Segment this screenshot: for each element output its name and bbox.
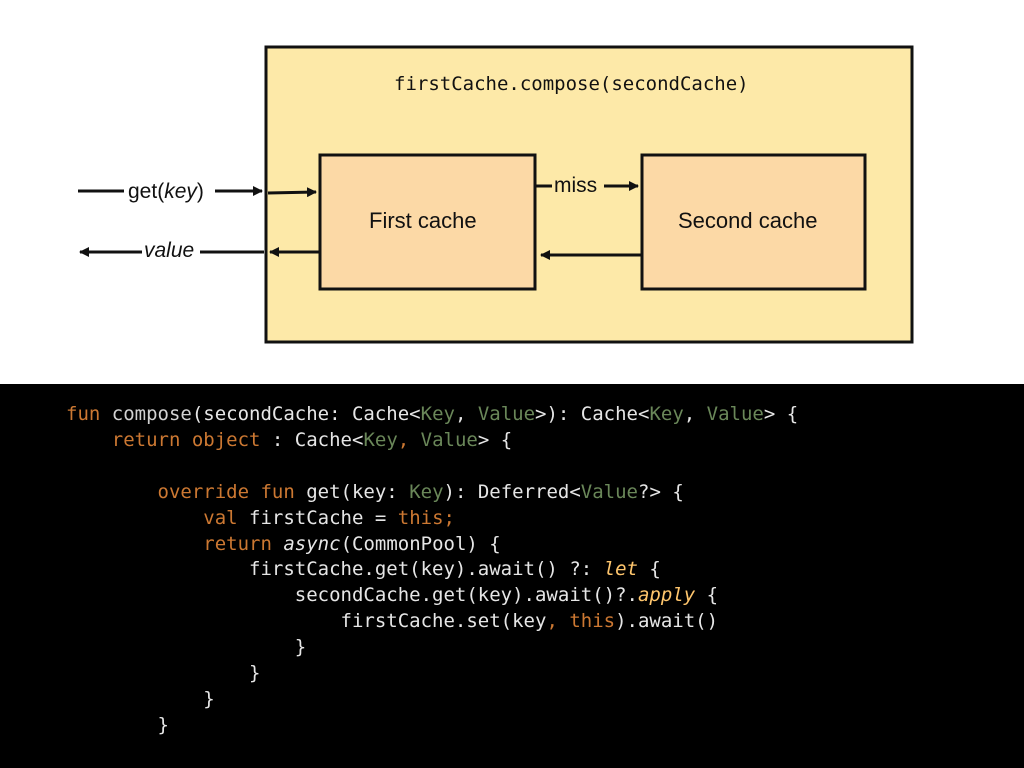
code-line: val firstCache = this; <box>66 506 798 532</box>
code-token: { <box>695 584 719 607</box>
code-token: compose <box>111 403 192 425</box>
code-line: secondCache.get(key).await()?.apply { <box>66 583 798 609</box>
code-token: firstCache.set(key <box>66 610 547 633</box>
code-token: let <box>603 558 638 581</box>
code-snippet: fun compose(secondCache: Cache<Key, Valu… <box>66 402 798 739</box>
code-token: Value <box>420 428 478 451</box>
code-token: >): Cache< <box>535 403 650 425</box>
second-cache-label: Second cache <box>678 208 818 233</box>
code-token: override <box>157 480 261 503</box>
code-token <box>66 429 112 451</box>
code-token: return <box>111 428 192 451</box>
code-token: Key <box>420 403 455 425</box>
code-panel <box>0 384 1024 768</box>
code-token: this <box>569 610 616 633</box>
outer-title: firstCache.compose(secondCache) <box>394 73 749 95</box>
code-token: Value <box>580 480 638 503</box>
code-line: return async(CommonPool) { <box>66 532 798 558</box>
code-token: Key <box>409 480 444 503</box>
code-line: } <box>66 635 798 661</box>
code-line: } <box>66 687 798 713</box>
value-label: value <box>144 239 195 262</box>
code-token: object <box>191 428 272 451</box>
code-token: return <box>203 532 284 555</box>
get-key-label: get(key) <box>128 180 204 203</box>
code-token: ): Deferred< <box>443 480 581 503</box>
code-token <box>66 533 203 555</box>
code-token: val <box>203 506 250 529</box>
code-token: , <box>683 403 707 425</box>
code-token: , <box>546 610 570 633</box>
code-token: } <box>66 636 307 659</box>
code-line: } <box>66 713 798 739</box>
second-cache-box <box>640 153 867 291</box>
code-token: ?> { <box>638 480 684 503</box>
code-token: async <box>283 532 341 555</box>
code-token: > { <box>763 403 799 425</box>
code-token: Key <box>363 428 398 451</box>
code-token: ; <box>443 506 455 529</box>
code-token: this <box>397 506 444 529</box>
code-token: : Cache< <box>271 428 364 451</box>
diagram-panel: firstCache.compose(secondCache) First ca… <box>78 45 914 344</box>
code-token: firstCache.get(key).await() ?: <box>66 558 604 581</box>
code-token: (CommonPool) { <box>340 532 501 555</box>
code-token: } <box>66 687 215 710</box>
code-token: get(key: <box>306 480 410 503</box>
code-token: (secondCache: Cache< <box>191 403 421 425</box>
code-token: ).await() <box>615 610 719 633</box>
code-line: return object : Cache<Key, Value> { <box>66 428 798 454</box>
code-line: override fun get(key: Key): Deferred<Val… <box>66 480 798 506</box>
get-key-inner-arrow <box>267 187 317 198</box>
code-token: Value <box>706 403 764 425</box>
code-token: Value <box>477 403 536 425</box>
code-token: secondCache.get(key).await()?. <box>66 584 638 607</box>
get-key-param-label: key <box>164 180 197 203</box>
code-token: firstCache = <box>249 506 398 529</box>
code-token: , <box>454 403 478 425</box>
code-token: apply <box>637 584 696 607</box>
first-cache-label: First cache <box>369 208 477 233</box>
cache-compose-diagram <box>78 45 914 344</box>
code-line: fun compose(secondCache: Cache<Key, Valu… <box>66 402 798 428</box>
code-token: } <box>66 662 261 685</box>
code-token: fun <box>66 403 112 425</box>
code-line: firstCache.set(key, this).await() <box>66 609 798 635</box>
code-token: fun <box>260 480 307 503</box>
code-token: Key <box>649 403 684 425</box>
code-token: , <box>397 428 421 451</box>
code-token <box>66 481 158 503</box>
code-token <box>66 507 203 529</box>
code-line <box>66 454 798 480</box>
code-token: { <box>637 558 661 581</box>
first-cache-box <box>318 153 537 291</box>
code-token: > { <box>477 428 513 451</box>
miss-label: miss <box>554 174 598 197</box>
code-line: } <box>66 661 798 687</box>
code-token: } <box>66 713 169 736</box>
code-line: firstCache.get(key).await() ?: let { <box>66 557 798 583</box>
